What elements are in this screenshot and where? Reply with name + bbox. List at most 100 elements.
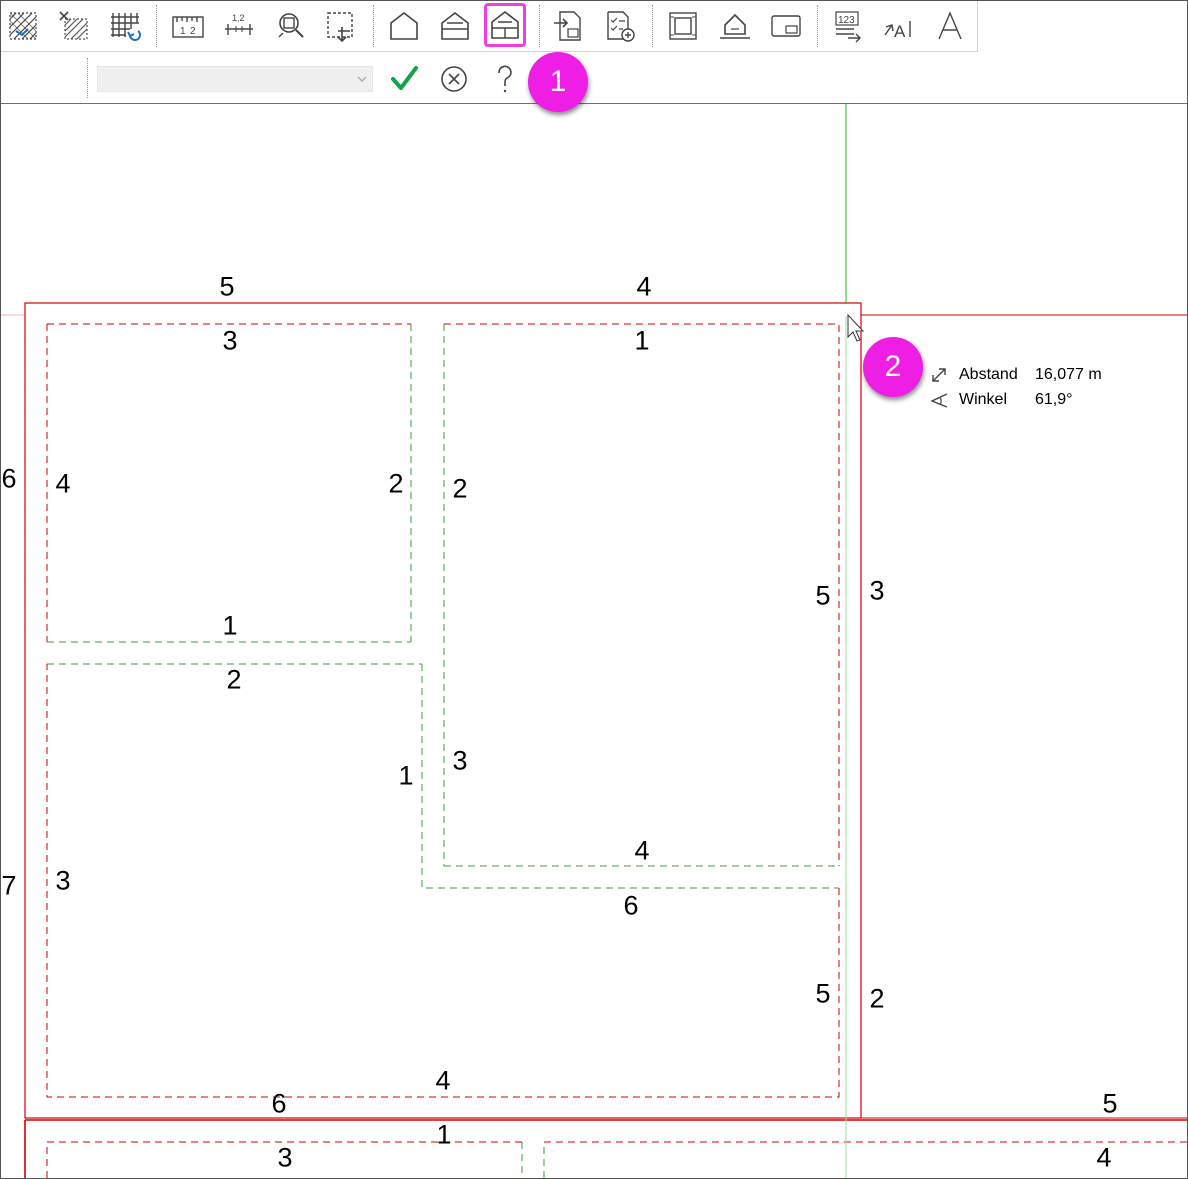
svg-text:1,2: 1,2: [232, 13, 245, 23]
hatch-pattern-icon: [9, 12, 37, 40]
toolbar-separator: [539, 5, 540, 47]
house-base-icon: [720, 13, 750, 39]
distance-value: 16,077 m: [1035, 365, 1102, 383]
lower-room-right: [543, 1141, 1187, 1178]
toolbar-separator: [817, 5, 818, 47]
room-1: [46, 323, 412, 643]
edge-label: 3: [222, 325, 238, 356]
edge-label: 2: [869, 983, 885, 1014]
main-toolbar: 1 2 1,2: [1, 1, 978, 52]
edge-label: 5: [815, 978, 831, 1009]
edge-label: 6: [623, 890, 639, 921]
text-letter-button[interactable]: [930, 6, 970, 46]
distance-label: Abstand: [959, 365, 1018, 383]
edge-label: 3: [55, 865, 71, 896]
chevron-down-icon: [357, 76, 367, 82]
toolbar-separator: [652, 5, 653, 47]
step-marker-2-label: 2: [884, 350, 902, 383]
edge-label: 1: [436, 1119, 452, 1150]
text-size-button[interactable]: A: [879, 6, 919, 46]
hatch-pattern-button[interactable]: [3, 6, 43, 46]
edge-label: 5: [219, 271, 235, 302]
step-marker-2: 2: [863, 337, 923, 397]
window-panel-button[interactable]: [766, 6, 806, 46]
ruler-scale-icon: 1 2: [172, 16, 204, 38]
checkmark-icon: [391, 66, 418, 90]
number-sequence-button[interactable]: 123: [827, 6, 867, 46]
hatch-options-button[interactable]: [54, 6, 94, 46]
edge-label: 1: [398, 760, 414, 791]
house-rooms-button[interactable]: [484, 3, 526, 47]
help-question-icon: [498, 65, 512, 93]
house-floor-button[interactable]: [435, 6, 475, 46]
edge-label: 4: [435, 1065, 451, 1096]
step-marker-1: 1: [528, 52, 588, 112]
selection-box-icon: [327, 12, 353, 43]
text-size-icon: A: [884, 21, 911, 41]
measurement-tooltip: Abstand 16,077 m Winkel 61,9°: [929, 362, 1102, 412]
cancel-circle-icon: [441, 66, 467, 92]
option-combo-box[interactable]: [97, 66, 373, 92]
edge-label: 4: [55, 468, 71, 499]
import-plan-button[interactable]: [549, 6, 589, 46]
distance-row: Abstand 16,077 m: [929, 362, 1102, 387]
toolbar-separator: [156, 5, 157, 47]
svg-text:A: A: [894, 22, 906, 41]
edge-label: 6: [1, 463, 17, 494]
edge-label: 6: [271, 1088, 287, 1119]
edge-label: 3: [869, 575, 885, 606]
step-marker-1-label: 1: [549, 65, 567, 98]
room-2: [443, 323, 840, 867]
angle-value: 61,9°: [1035, 390, 1073, 408]
angle-icon: [930, 392, 948, 408]
number-sequence-icon: 123: [835, 11, 861, 43]
mouse-pointer-icon: [847, 313, 865, 342]
edge-label: 4: [636, 271, 652, 302]
lower-room-left: [46, 1141, 523, 1178]
house-outline-button[interactable]: [384, 6, 424, 46]
dimension-line-icon: 1,2: [225, 13, 253, 35]
svg-text:1: 1: [180, 26, 186, 37]
edge-label: 4: [1096, 1142, 1112, 1173]
lower-boundary: [24, 1119, 1187, 1178]
import-plan-icon: [554, 11, 581, 41]
grid-refresh-icon: [111, 13, 141, 41]
svg-text:123: 123: [838, 15, 855, 26]
help-button[interactable]: [485, 60, 525, 98]
drawing-canvas[interactable]: 5 4 6 7 3 2 6 3 4 2 1 1 2 5 3 4 2 1 3 6 …: [1, 104, 1187, 1178]
edge-label: 7: [1, 870, 17, 901]
edge-label: 2: [388, 468, 404, 499]
edge-label: 2: [226, 664, 242, 695]
svg-text:2: 2: [190, 26, 196, 37]
confirm-button[interactable]: [384, 60, 424, 98]
checklist-add-button[interactable]: [600, 6, 640, 46]
options-bar: [1, 52, 1187, 104]
room-3: [46, 663, 840, 1098]
edge-label: 3: [277, 1142, 293, 1173]
house-outline-icon: [390, 11, 418, 40]
house-base-button[interactable]: [715, 6, 755, 46]
toolbar-separator: [373, 5, 374, 47]
area-select-button[interactable]: [270, 6, 310, 46]
edge-label: 3: [452, 745, 468, 776]
dimension-line-button[interactable]: 1,2: [219, 6, 259, 46]
grid-refresh-button[interactable]: [105, 6, 145, 46]
edge-label: 1: [222, 610, 238, 641]
text-letter-icon: [938, 11, 962, 40]
house-floor-icon: [441, 11, 469, 40]
checklist-add-icon: [607, 11, 635, 42]
selection-box-button[interactable]: [321, 6, 361, 46]
angle-row: Winkel 61,9°: [929, 387, 1102, 412]
options-separator: [87, 58, 88, 98]
cancel-button[interactable]: [434, 60, 474, 98]
edge-label: 4: [634, 835, 650, 866]
hatch-options-icon: [59, 11, 88, 40]
layer-frame-icon: [669, 12, 697, 40]
edge-label: 5: [815, 580, 831, 611]
ruler-scale-button[interactable]: 1 2: [168, 6, 208, 46]
edge-label: 1: [634, 325, 650, 356]
layer-frame-button[interactable]: [663, 6, 703, 46]
outer-boundary: [24, 302, 862, 1119]
edge-label: 2: [452, 473, 468, 504]
